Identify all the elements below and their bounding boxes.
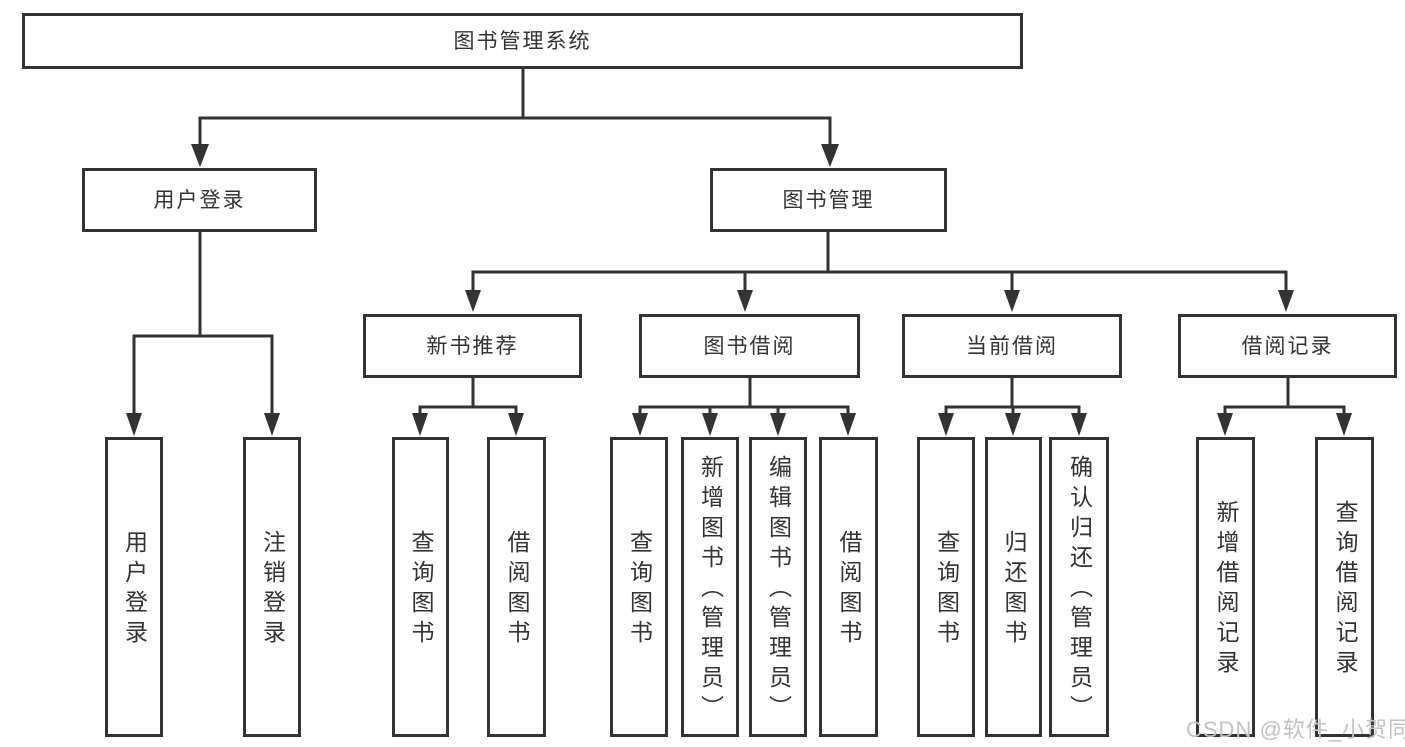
arrow-icon [840,413,856,436]
arrow-icon [191,144,209,167]
arrow-icon [702,413,718,436]
leaf-borrow-add-book-admin: 新增图书（管理员） [681,437,739,737]
arrow-icon [1005,413,1021,436]
arrow-icon [1278,290,1294,312]
leaf-recommend-query-book: 查询图书 [392,437,449,737]
node-borrow-record: 借阅记录 [1178,314,1397,378]
leaf-current-confirm-return-admin: 确认归还（管理员） [1049,437,1109,737]
leaf-user-login: 用户登录 [105,437,163,737]
edge-current-borrow [944,378,1081,415]
node-book-management: 图书管理 [710,168,947,232]
arrow-icon [508,413,524,436]
node-book-borrow: 图书借阅 [639,314,860,378]
edge-root [198,69,832,146]
arrow-icon [1217,413,1233,436]
arrow-icon [465,290,481,312]
leaf-record-query-borrow-record: 查询借阅记录 [1315,437,1374,737]
arrow-icon [1336,413,1352,436]
node-current-borrow: 当前借阅 [902,314,1122,378]
csdn-watermark: CSDN @软件_小贺同学 [1186,717,1405,742]
leaf-current-return-book: 归还图书 [985,437,1042,737]
arrow-icon [737,290,753,312]
leaf-logout: 注销登录 [243,437,301,737]
arrow-icon [770,413,786,436]
edge-book-mgmt [471,232,1288,292]
arrow-icon [1071,413,1087,436]
node-new-book-recommend: 新书推荐 [363,314,582,378]
arrow-icon [264,413,280,436]
leaf-borrow-edit-book-admin: 编辑图书（管理员） [749,437,807,737]
node-root: 图书管理系统 [22,13,1023,69]
leaf-recommend-borrow-book: 借阅图书 [487,437,546,737]
edge-book-borrow [638,378,850,415]
edge-new-book-rec [418,378,518,415]
arrowheads [126,144,1352,436]
arrow-icon [1004,290,1020,312]
arrow-icon [126,413,142,436]
leaf-borrow-query-book: 查询图书 [610,437,668,737]
arrow-icon [938,413,954,436]
edge-user-login [132,232,274,415]
leaf-record-add-borrow-record: 新增借阅记录 [1196,437,1255,737]
edge-borrow-record [1223,378,1346,415]
leaf-borrow-borrow-book: 借阅图书 [819,437,878,737]
arrow-icon [632,413,648,436]
arrow-icon [821,144,839,167]
node-user-login: 用户登录 [82,168,317,232]
arrow-icon [412,413,428,436]
leaf-current-query-book: 查询图书 [917,437,975,737]
